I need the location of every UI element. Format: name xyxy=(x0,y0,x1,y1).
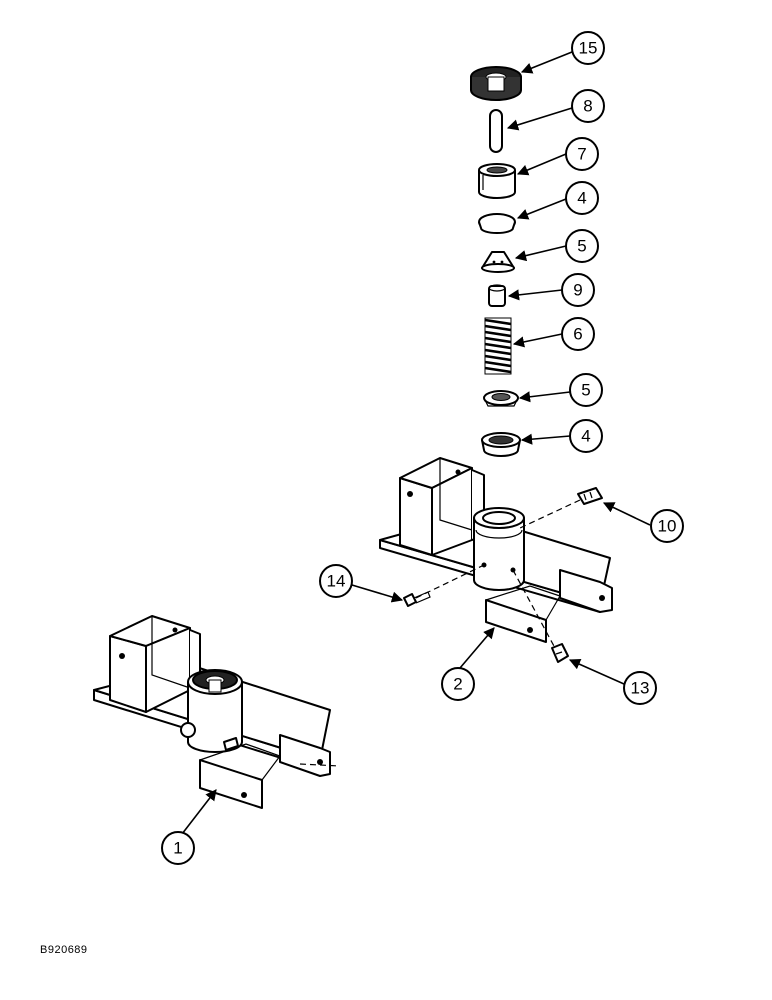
leader-5a xyxy=(514,245,567,262)
callout-6: 6 xyxy=(561,317,595,351)
part-4-seal-lower xyxy=(481,432,521,457)
callout-1: 1 xyxy=(161,831,195,865)
callout-7-label: 7 xyxy=(577,145,586,164)
callout-15-label: 15 xyxy=(579,39,598,58)
leader-7 xyxy=(516,153,567,176)
leader-14 xyxy=(351,584,404,603)
callout-8: 8 xyxy=(571,89,605,123)
part-7-bushing xyxy=(478,163,516,199)
part-15-cap xyxy=(470,66,522,101)
leader-1 xyxy=(181,789,217,835)
leader-4b xyxy=(520,433,571,445)
callout-5-lower-label: 5 xyxy=(581,381,590,400)
part-8-pin xyxy=(489,109,503,153)
leader-8 xyxy=(506,107,573,131)
leader-13 xyxy=(568,658,625,685)
part-5-seat-upper xyxy=(481,251,515,273)
leader-5b xyxy=(518,391,571,403)
callout-5-lower: 5 xyxy=(569,373,603,407)
callout-14-label: 14 xyxy=(327,572,346,591)
leader-2 xyxy=(459,627,495,669)
part-2-bracket-assembly xyxy=(379,457,613,643)
callout-15: 15 xyxy=(571,31,605,65)
callout-4-lower: 4 xyxy=(569,419,603,453)
callout-6-label: 6 xyxy=(573,325,582,344)
callout-7: 7 xyxy=(565,137,599,171)
leader-10 xyxy=(602,502,651,526)
part-6-spring xyxy=(484,317,512,375)
part-13-fitting xyxy=(551,643,569,663)
callout-9-label: 9 xyxy=(573,281,582,300)
figure-code: B920689 xyxy=(40,944,88,956)
callout-9: 9 xyxy=(561,273,595,307)
part-14-bolt xyxy=(403,591,431,607)
part-10-grease-fitting xyxy=(577,487,603,505)
callout-13: 13 xyxy=(623,671,657,705)
callout-4-lower-label: 4 xyxy=(581,427,590,446)
callout-2: 2 xyxy=(441,667,475,701)
part-1-assembled-unit xyxy=(93,615,341,809)
leader-6 xyxy=(512,333,563,348)
leader-15 xyxy=(520,51,573,74)
callout-14: 14 xyxy=(319,564,353,598)
part-4-seal-upper xyxy=(478,213,516,234)
part-9-plunger xyxy=(488,284,506,307)
callout-5-upper-label: 5 xyxy=(577,237,586,256)
part-5-seat-lower xyxy=(483,390,519,407)
callout-4-upper-label: 4 xyxy=(577,189,586,208)
callout-2-label: 2 xyxy=(453,675,462,694)
callout-13-label: 13 xyxy=(631,679,650,698)
leader-4a xyxy=(516,198,567,220)
callout-8-label: 8 xyxy=(583,97,592,116)
callout-4-upper: 4 xyxy=(565,181,599,215)
leader-9 xyxy=(507,289,563,301)
callout-1-label: 1 xyxy=(173,839,182,858)
callout-10-label: 10 xyxy=(658,517,677,536)
callout-5-upper: 5 xyxy=(565,229,599,263)
callout-10: 10 xyxy=(650,509,684,543)
